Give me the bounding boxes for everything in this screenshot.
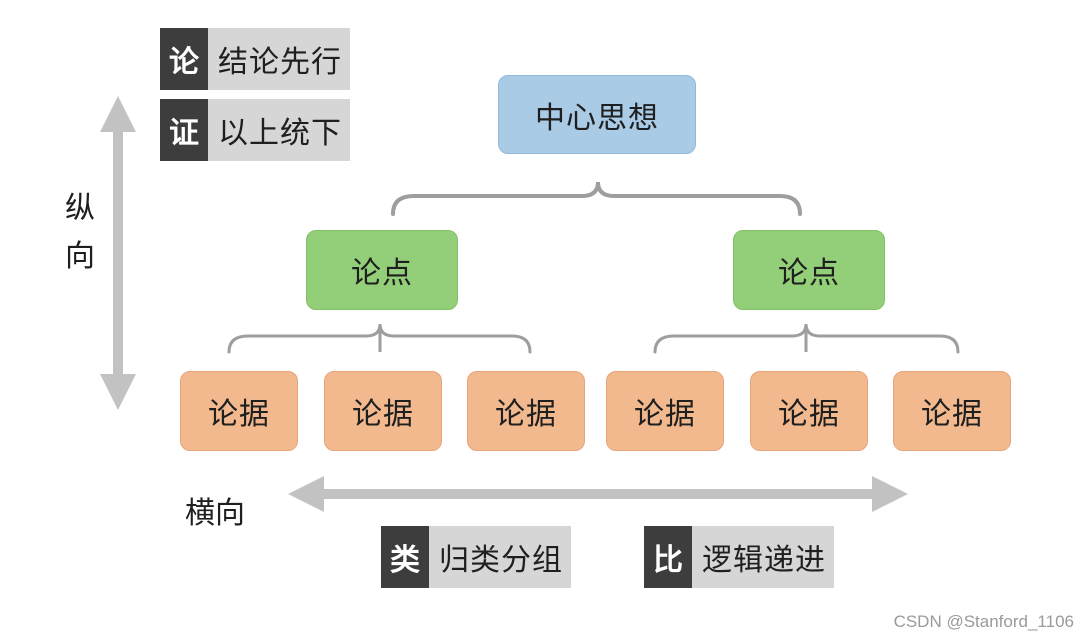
- vertical-axis-label: 纵向: [65, 191, 95, 274]
- tag-grouping: 类 归类分组: [381, 526, 571, 588]
- evidence-node: 论据: [750, 371, 868, 451]
- evidence-node: 论据: [893, 371, 1011, 451]
- point-node: 论点: [306, 230, 458, 310]
- point-node: 论点: [733, 230, 885, 310]
- watermark: CSDN @Stanford_1106: [893, 612, 1074, 631]
- evidence-node: 论据: [606, 371, 724, 451]
- tag-top-down: 证 以上统下: [160, 99, 350, 161]
- tag-text: 归类分组: [429, 526, 571, 588]
- evidence-node: 论据: [324, 371, 442, 451]
- tag-conclusion-first: 论 结论先行: [160, 28, 350, 90]
- tag-logical-progression: 比 逻辑递进: [644, 526, 834, 588]
- evidence-node: 论据: [467, 371, 585, 451]
- tag-text: 结论先行: [208, 28, 350, 90]
- vertical-arrow: [100, 96, 136, 410]
- central-idea-node: 中心思想: [498, 75, 696, 154]
- horizontal-axis-label: 横向: [185, 496, 245, 531]
- tag-key: 类: [381, 526, 429, 588]
- tag-key: 比: [644, 526, 692, 588]
- root-brace: [391, 181, 802, 216]
- tag-key: 证: [160, 99, 208, 161]
- tag-text: 逻辑递进: [692, 526, 834, 588]
- horizontal-arrow: [288, 476, 908, 512]
- tag-key: 论: [160, 28, 208, 90]
- evidence-node: 论据: [180, 371, 298, 451]
- tag-text: 以上统下: [208, 99, 350, 161]
